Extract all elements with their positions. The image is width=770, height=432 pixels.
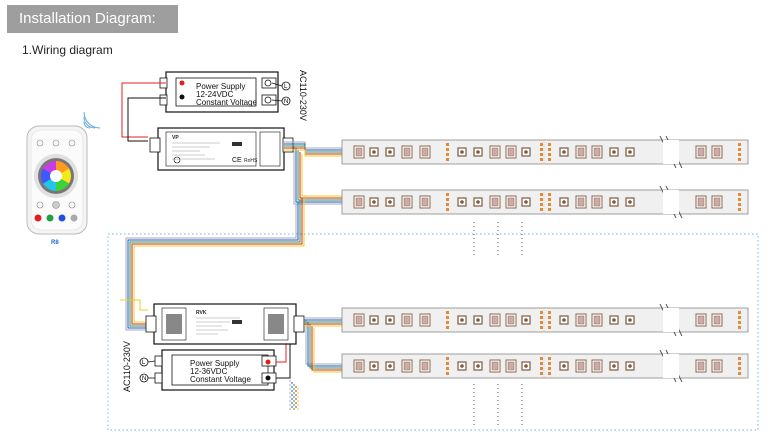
power-supply-top: Power Supply 12-24VDC Constant Voltage L… bbox=[159, 70, 308, 121]
led-strip bbox=[341, 135, 749, 169]
continuation-dots bbox=[473, 222, 523, 426]
controller-ce: CE bbox=[232, 157, 242, 164]
ps-bottom-line2: 12-36VDC bbox=[190, 367, 228, 376]
header-banner: Installation Diagram: bbox=[7, 5, 178, 33]
ps-bottom-line1: Power Supply bbox=[190, 359, 239, 368]
remote-r8: R8 bbox=[26, 125, 88, 246]
repeater-input-wires bbox=[120, 299, 148, 311]
controller-output-wires bbox=[125, 141, 342, 331]
ps-top-line2: 12-24VDC bbox=[196, 90, 234, 99]
repeater-output-wires bbox=[289, 317, 342, 410]
ps-top-line3: Constant Voltage bbox=[196, 98, 257, 107]
svg-text:L: L bbox=[284, 84, 288, 90]
led-strip bbox=[341, 303, 749, 337]
repeater-group-frame bbox=[107, 233, 759, 431]
ps-bottom-line3: Constant Voltage bbox=[190, 375, 251, 384]
repeater-name: RVK bbox=[196, 310, 207, 316]
remote-label: R8 bbox=[51, 240, 59, 246]
ps-top-line1: Power Supply bbox=[196, 82, 245, 91]
controller-name: VP bbox=[172, 135, 179, 141]
led-strip bbox=[341, 185, 749, 219]
ps-top-ac-label: AC110-230V bbox=[298, 70, 308, 121]
wireless-signal-icon bbox=[83, 111, 101, 129]
power-supply-bottom: Power Supply 12-36VDC Constant Voltage L… bbox=[122, 341, 277, 392]
led-strips bbox=[341, 135, 749, 383]
svg-text:N: N bbox=[142, 376, 146, 382]
svg-text:N: N bbox=[284, 99, 288, 105]
led-strip bbox=[341, 349, 749, 383]
repeater-rvk: RVK bbox=[145, 303, 305, 345]
section-title: 1.Wiring diagram bbox=[22, 43, 113, 57]
svg-text:L: L bbox=[142, 360, 146, 366]
controller-vp: VP CE RoHS bbox=[149, 127, 294, 171]
header-title: Installation Diagram: bbox=[19, 10, 156, 27]
controller-rohs: RoHS bbox=[244, 158, 258, 164]
ps-bottom-ac-label: AC110-230V bbox=[122, 341, 132, 392]
